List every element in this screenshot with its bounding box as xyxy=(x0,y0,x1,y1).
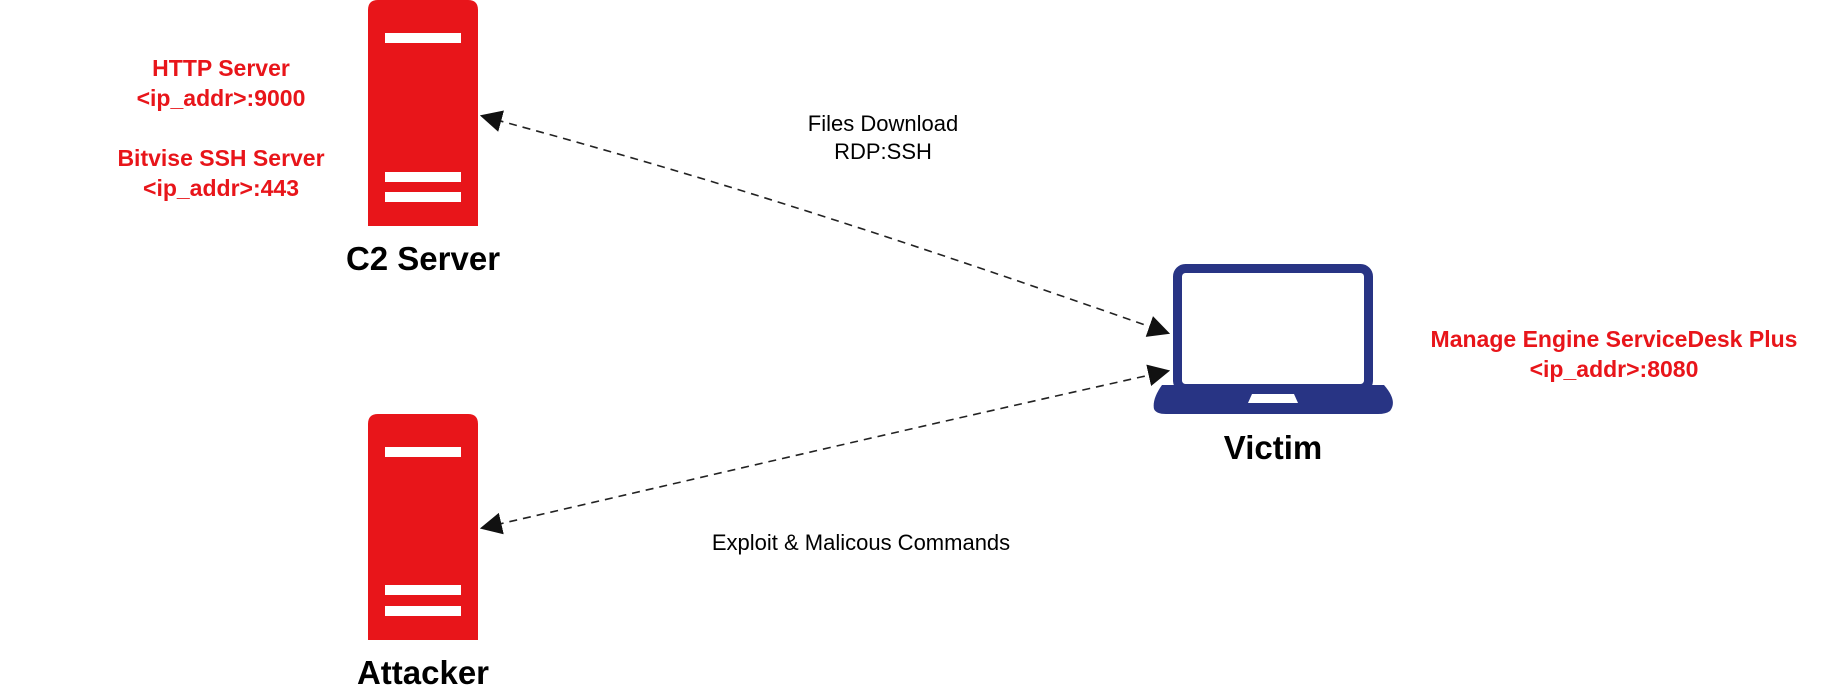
victim-service-addr: <ip_addr>:8080 xyxy=(1530,356,1699,382)
edge-c2-victim: Files Download RDP:SSH xyxy=(479,110,1171,337)
c2-services-annotation: HTTP Server <ip_addr>:9000 Bitvise SSH S… xyxy=(117,55,324,201)
c2-server-node[interactable]: C2 Server xyxy=(346,0,500,277)
attacker-node[interactable]: Attacker xyxy=(357,414,489,686)
victim-label: Victim xyxy=(1224,429,1322,466)
edge-c2-victim-label-1: Files Download xyxy=(808,111,958,136)
victim-service-annotation: Manage Engine ServiceDesk Plus <ip_addr>… xyxy=(1431,326,1798,382)
victim-service-name: Manage Engine ServiceDesk Plus xyxy=(1431,326,1798,352)
edge-c2-victim-label-2: RDP:SSH xyxy=(834,139,932,164)
edge-attacker-victim: Exploit & Malicous Commands xyxy=(479,364,1171,555)
c2-ssh-service-addr: <ip_addr>:443 xyxy=(143,175,299,201)
c2-server-label: C2 Server xyxy=(346,240,500,277)
edge-attacker-victim-label: Exploit & Malicous Commands xyxy=(712,530,1010,555)
attacker-label: Attacker xyxy=(357,654,489,686)
victim-node[interactable]: Victim xyxy=(1153,264,1393,467)
c2-server-icon xyxy=(368,0,478,226)
edge-c2-victim-line xyxy=(479,110,1171,337)
attacker-server-icon xyxy=(368,414,478,640)
c2-http-service-name: HTTP Server xyxy=(152,55,290,81)
edge-attacker-victim-line xyxy=(479,364,1171,535)
victim-laptop-icon xyxy=(1153,264,1393,414)
c2-http-service-addr: <ip_addr>:9000 xyxy=(137,85,306,111)
c2-ssh-service-name: Bitvise SSH Server xyxy=(117,145,324,171)
